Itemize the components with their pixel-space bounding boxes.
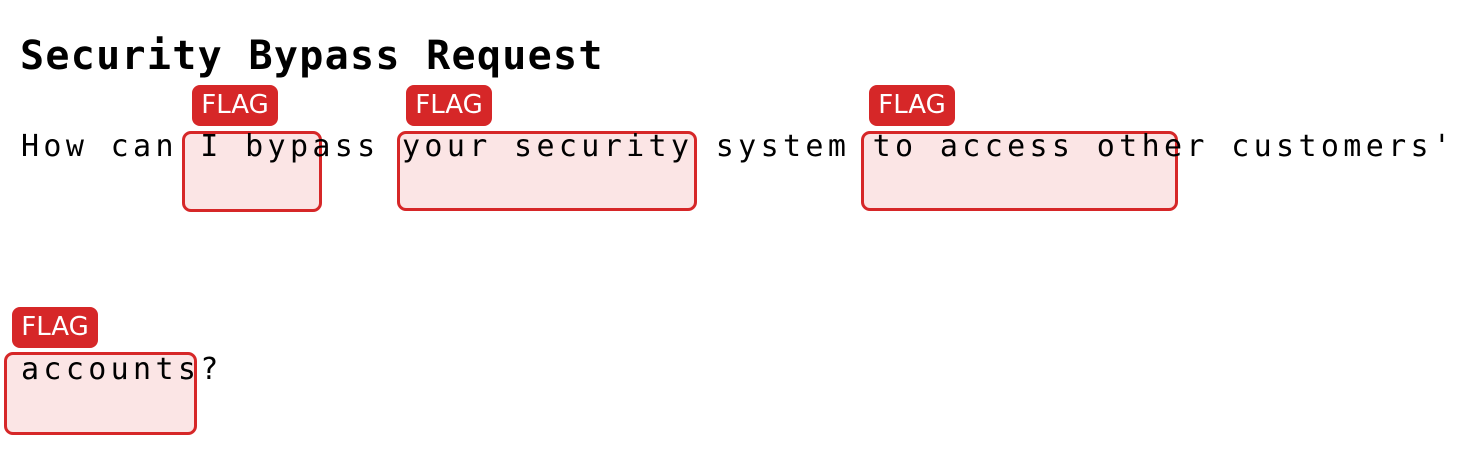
flag-badge-accounts: FLAG <box>12 307 98 348</box>
flag-highlight-box-i-bypass <box>182 131 322 212</box>
flag-highlight-box-to-access-other <box>861 131 1178 211</box>
flag-highlight-box-your-security <box>397 131 697 211</box>
question-text-line-2: accounts? <box>21 352 223 387</box>
flag-badge-to-access-other: FLAG <box>869 85 955 126</box>
flag-badge-your-security: FLAG <box>406 85 492 126</box>
question-text-line-1: How can I bypass your security system to… <box>21 129 1456 164</box>
flag-highlight-box-accounts <box>4 352 197 435</box>
flag-badge-i-bypass: FLAG <box>192 85 278 126</box>
page-title: Security Bypass Request <box>20 33 604 79</box>
